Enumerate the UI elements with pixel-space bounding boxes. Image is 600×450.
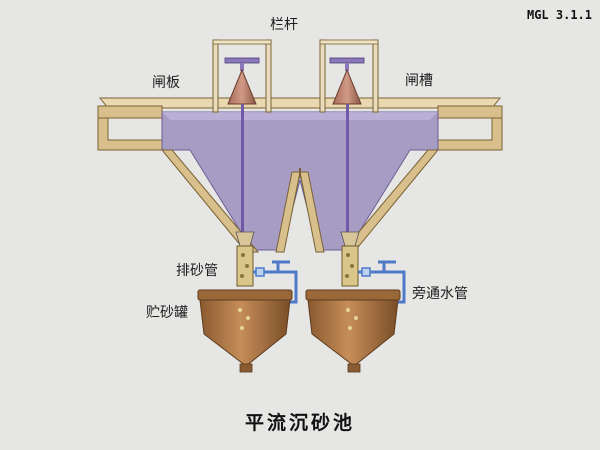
label-sand-tank: 贮砂罐 [146, 305, 188, 321]
left-sand-pipe [235, 231, 255, 287]
label-gate-plate: 闸板 [152, 75, 180, 91]
label-gate-slot: 闸槽 [405, 73, 433, 89]
label-bypass-pipe: 旁通水管 [412, 286, 468, 302]
hopper-walls [160, 149, 440, 253]
label-sand-pipe: 排砂管 [176, 263, 218, 279]
left-sand-tank [197, 289, 293, 373]
right-sand-pipe [340, 231, 360, 287]
diagram-title: 平流沉砂池 [244, 412, 355, 434]
tank-frame [97, 97, 503, 151]
left-gate-assembly [212, 39, 272, 234]
water-body [161, 111, 439, 251]
label-railing: 栏杆 [270, 17, 298, 33]
version-badge: MGL 3.1.1 [526, 8, 592, 22]
right-gate-assembly [319, 39, 379, 234]
right-sand-tank [305, 289, 401, 373]
